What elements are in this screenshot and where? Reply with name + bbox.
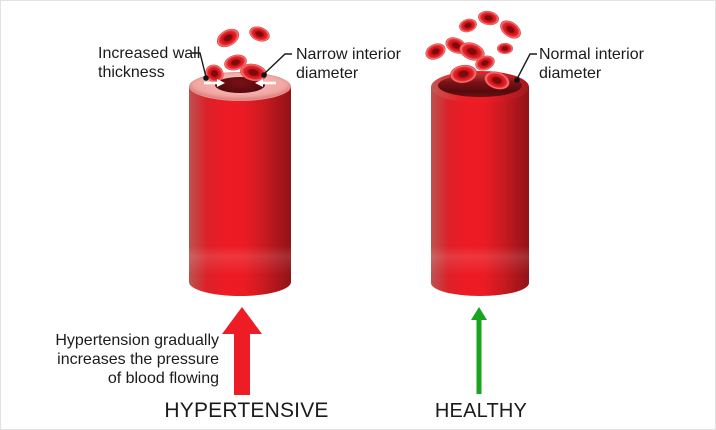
red-blood-cell <box>246 23 272 45</box>
red-blood-cell <box>422 39 448 63</box>
red-blood-cell <box>497 42 513 54</box>
healthy-caption: HEALTHY <box>434 400 528 422</box>
healthy-pressure-arrow-icon <box>471 307 487 394</box>
hypertensive-pressure-arrow-icon <box>222 307 262 395</box>
hypertensive-vessel-body <box>189 86 291 296</box>
increased-wall-thickness-label: Increased wall thickness <box>98 45 201 81</box>
hypertension-pressure-note: Hypertension gradually increases the pre… <box>55 332 219 387</box>
red-blood-cell <box>457 16 479 34</box>
red-blood-cell <box>213 25 243 51</box>
healthy-vessel-body <box>431 87 529 296</box>
narrow-interior-diameter-label: Narrow interior diameter <box>296 46 401 82</box>
normal-interior-diameter-label: Normal interior diameter <box>539 46 644 82</box>
hypertensive-caption: HYPERTENSIVE <box>164 399 329 422</box>
leader-line-normal-interior <box>516 53 537 80</box>
red-blood-cell <box>496 16 524 42</box>
leader-line-narrow-interior <box>263 53 292 75</box>
red-blood-cell <box>476 9 500 27</box>
